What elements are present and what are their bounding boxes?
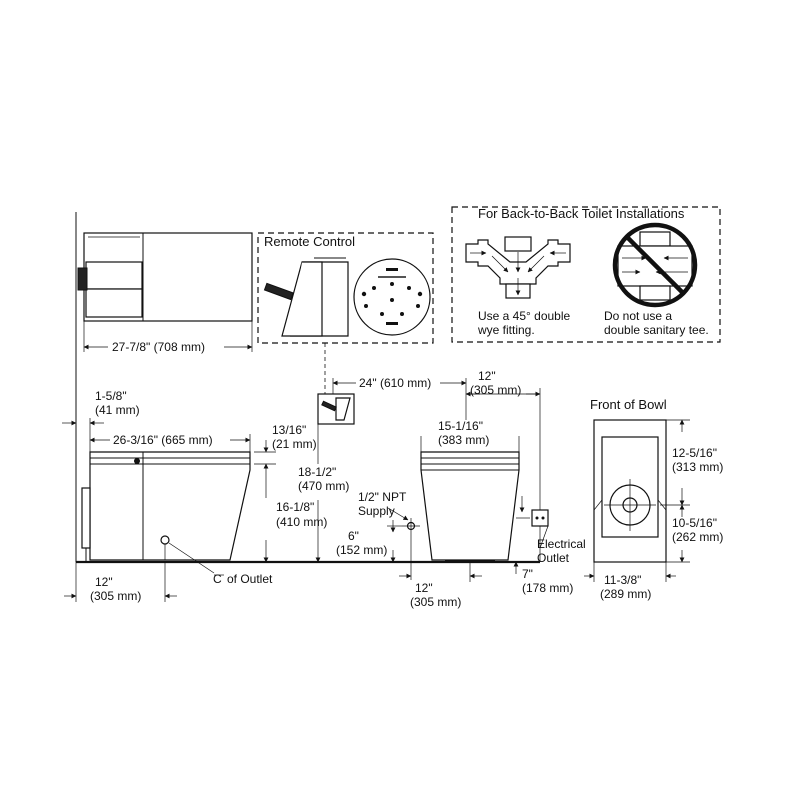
remote-height-dimension: 18-1/2" (470 mm) (298, 423, 354, 563)
remote-offset-label: 24" (610 mm) (359, 376, 431, 390)
remote-control-title: Remote Control (264, 234, 355, 249)
wall-gap-mm: (41 mm) (95, 403, 140, 417)
wall-gap-dimension: 1-5/8" (41 mm) (62, 389, 140, 452)
remote-offset-dimension: 24" (610 mm) (332, 376, 467, 420)
wye-caption-line1: Use a 45° double (478, 309, 571, 323)
cl-of-outlet-label: of Outlet (227, 572, 273, 586)
tee-caption-line1: Do not use a (604, 309, 672, 323)
front-width-in: 11-3/8" (604, 573, 641, 587)
front-lower-mm: (262 mm) (672, 530, 723, 544)
rough-in-mm: (305 mm) (90, 589, 141, 603)
length-to-front-dimension: 26-3/16" (665 mm) (89, 433, 251, 452)
bowl-width-mm: (383 mm) (438, 433, 489, 447)
prohibited-icon (612, 222, 698, 308)
length-to-front-label: 26-3/16" (665 mm) (113, 433, 213, 447)
bowl-height-dimension: 16-1/8" (410 mm) (263, 476, 327, 563)
supply-height-dimension: 6" (152 mm) (336, 520, 402, 563)
electrical-height-dimension: 7" (178 mm) (513, 561, 573, 595)
front-width-mm: (289 mm) (600, 587, 651, 601)
electrical-height-in: 7" (522, 567, 533, 581)
front-upper-in: 12-5/16" (672, 446, 717, 460)
seat-offset-in: 13/16" (272, 423, 306, 437)
electrical-outlet-marker: Electrical Outlet (516, 496, 586, 565)
front-upper-dimension: 12-5/16" (313 mm) (660, 419, 723, 506)
wye-caption-line2: wye fitting. (477, 323, 535, 337)
bowl-height-in: 16-1/8" (276, 500, 314, 514)
rough-in-dimension: 12" (305 mm) (64, 562, 177, 603)
bowl-height-mm: (410 mm) (276, 515, 327, 529)
tee-caption-line2: double sanitary tee. (604, 323, 709, 337)
overall-length-label: 27-7/8" (708 mm) (112, 340, 205, 354)
electrical-height-mm: (178 mm) (522, 581, 573, 595)
toilet-side-view (81, 451, 251, 562)
outlet-side-mm: (305 mm) (470, 383, 521, 397)
electrical-label-line2: Outlet (537, 551, 570, 565)
electrical-label-line1: Electrical (537, 537, 586, 551)
front-lower-in: 10-5/16" (672, 516, 717, 530)
back-to-back-panel: For Back-to-Back Toilet Installations Us… (451, 206, 721, 343)
remote-height-in: 18-1/2" (298, 465, 336, 479)
npt-label-line1: 1/2" NPT (358, 490, 407, 504)
seat-offset-dimension: 13/16" (21 mm) (254, 423, 317, 476)
supply-height-in: 6" (348, 529, 359, 543)
supply-height-mm: (152 mm) (336, 543, 387, 557)
front-of-bowl-view (593, 419, 667, 563)
remote-control-panel: Remote Control (257, 232, 434, 344)
front-width-dimension: 11-3/8" (289 mm) (584, 562, 676, 601)
bowl-width-in: 15-1/16" (438, 419, 483, 433)
supply-offset-mm: (305 mm) (410, 595, 461, 609)
outlet-centerline-marker: C of Outlet (160, 535, 273, 586)
toilet-top-view (77, 232, 253, 322)
front-lower-dimension: 10-5/16" (262 mm) (666, 504, 723, 563)
seat-offset-mm: (21 mm) (272, 437, 317, 451)
water-supply-marker: 1/2" NPT Supply (358, 490, 420, 580)
remote-height-mm: (470 mm) (298, 479, 349, 493)
rough-in-in: 12" (95, 575, 113, 589)
overall-length-dimension: 27-7/8" (708 mm) (83, 321, 253, 354)
wall-gap-in: 1-5/8" (95, 389, 127, 403)
supply-offset-dimension: 12" (305 mm) (399, 562, 482, 609)
cl-symbol: C (213, 572, 222, 586)
outlet-side-in: 12" (478, 369, 496, 383)
front-upper-mm: (313 mm) (672, 460, 723, 474)
wye-fitting-illustration (465, 236, 571, 299)
remote-buttons (361, 268, 423, 325)
supply-offset-in: 12" (415, 581, 433, 595)
toilet-front-view (420, 451, 520, 562)
npt-label-line2: Supply (358, 504, 395, 518)
front-of-bowl-title: Front of Bowl (590, 397, 667, 412)
flow-arrows (470, 250, 566, 296)
bowl-width-dimension: 15-1/16" (383 mm) (420, 419, 520, 452)
outlet-side-dimension: 12" (305 mm) (465, 369, 541, 562)
back-to-back-title: For Back-to-Back Toilet Installations (478, 206, 685, 221)
remote-dock-wall (317, 343, 355, 425)
